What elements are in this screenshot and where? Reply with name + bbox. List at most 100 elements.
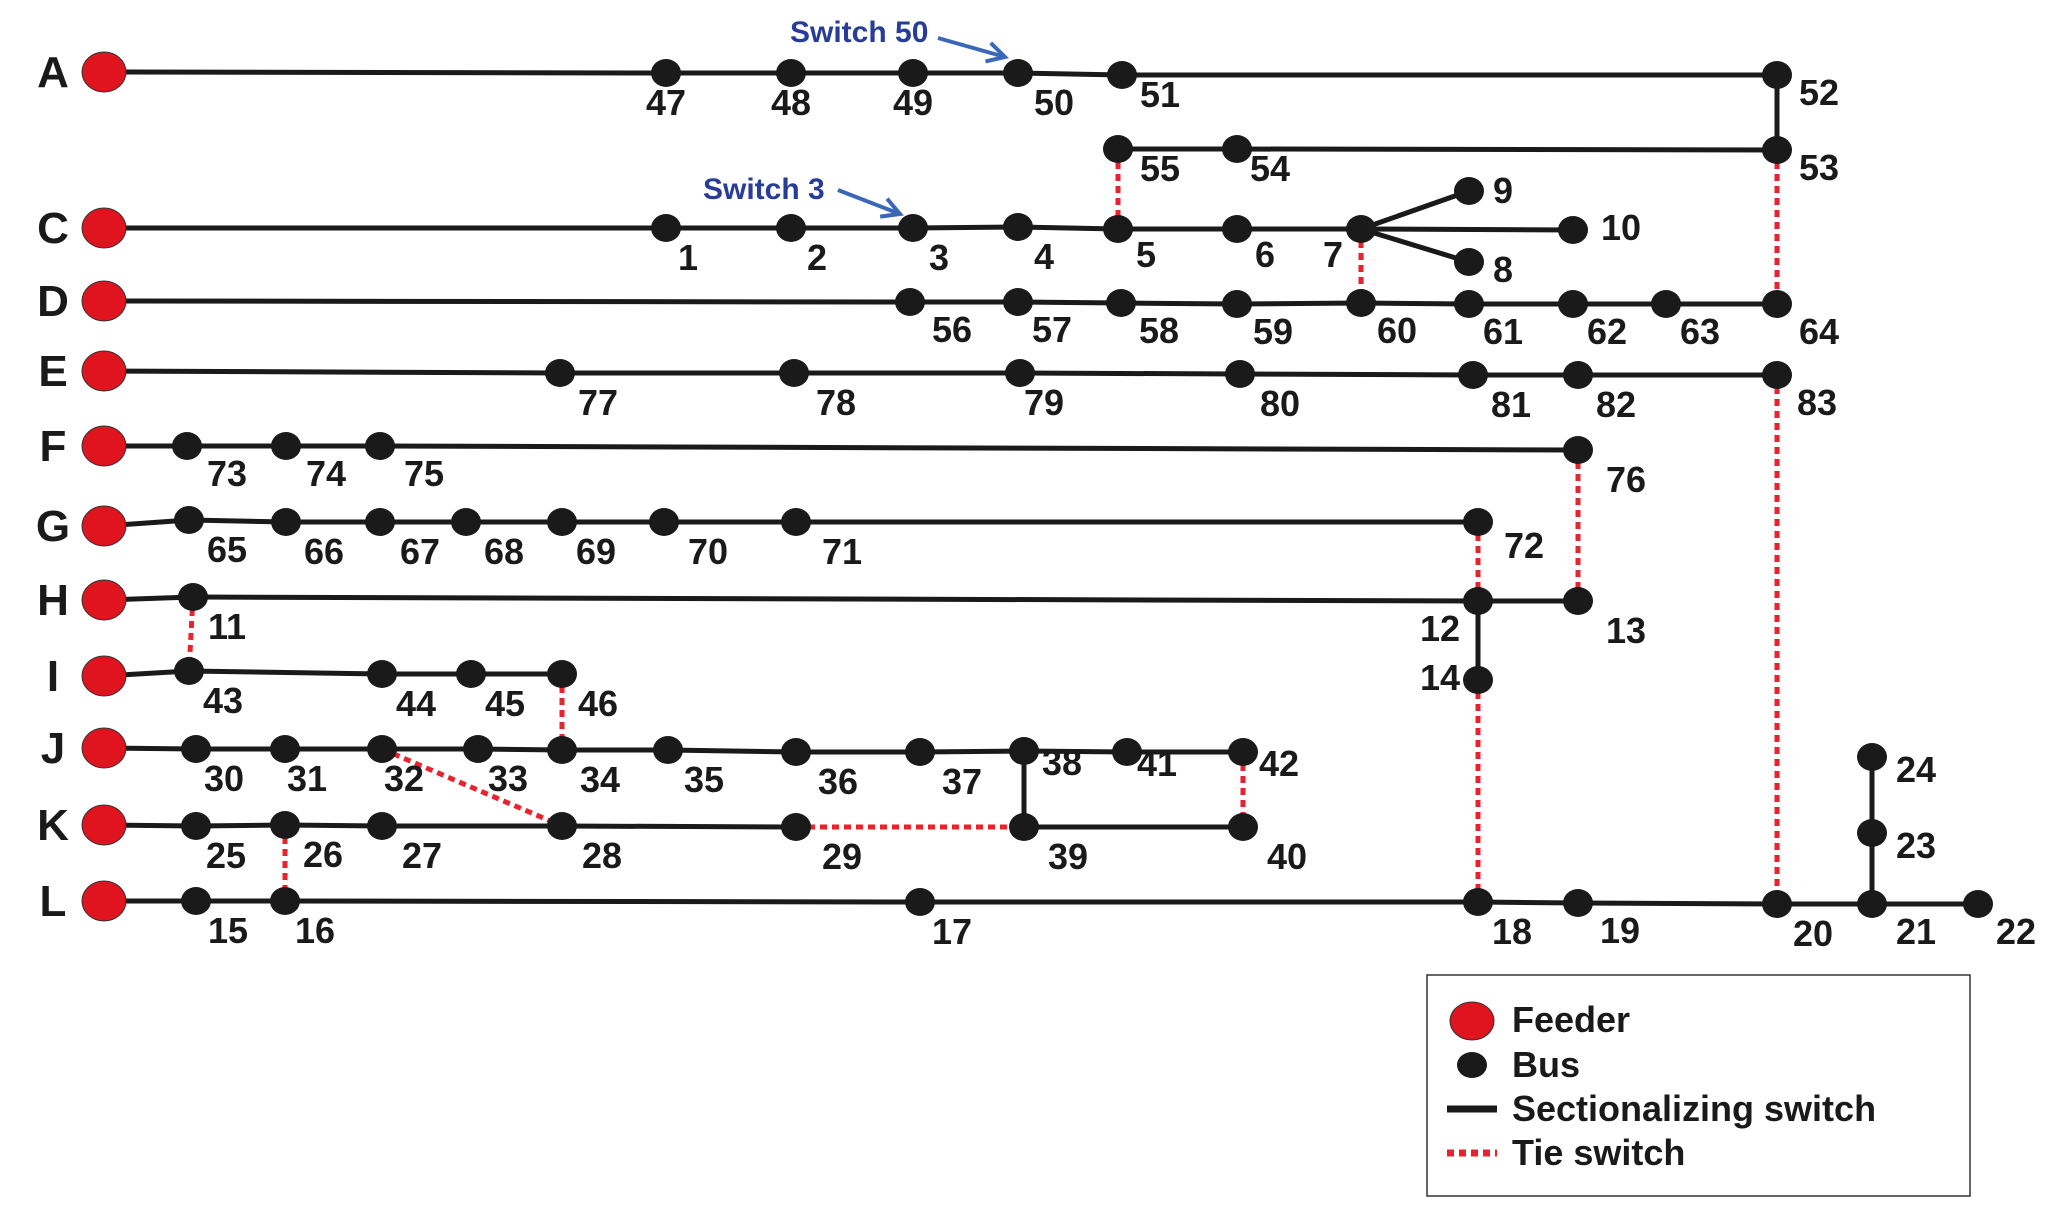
bus-label-28: 28 — [582, 835, 622, 876]
bus-65 — [174, 506, 204, 534]
bus-51 — [1107, 61, 1137, 89]
bus-58 — [1106, 289, 1136, 317]
bus-70 — [649, 508, 679, 536]
bus-80 — [1225, 360, 1255, 388]
bus-label-46: 46 — [578, 683, 618, 724]
bus-22 — [1963, 890, 1993, 918]
bus-27 — [367, 812, 397, 840]
bus-label-80: 80 — [1260, 383, 1300, 424]
bus-33 — [463, 735, 493, 763]
bus-label-62: 62 — [1587, 311, 1627, 352]
bus-75 — [365, 432, 395, 460]
bus-28 — [547, 812, 577, 840]
bus-13 — [1563, 587, 1593, 615]
bus-12 — [1463, 587, 1493, 615]
bus-9 — [1454, 177, 1484, 205]
sectionalizing-switch-35-36 — [665, 747, 799, 755]
bus-44 — [367, 660, 397, 688]
bus-label-55: 55 — [1140, 148, 1180, 189]
sectionalizing-switch-79-80 — [1017, 370, 1243, 377]
bus-label-7: 7 — [1323, 234, 1343, 275]
legend-tie-label: Tie switch — [1512, 1132, 1685, 1173]
feeder-d-icon — [81, 280, 127, 322]
sectionalizing-switch-19-20 — [1575, 900, 1780, 907]
bus-47 — [651, 59, 681, 87]
feeder-l-label: L — [40, 877, 67, 926]
feeder-i-icon — [81, 655, 127, 697]
bus-label-73: 73 — [207, 453, 247, 494]
bus-14 — [1463, 666, 1493, 694]
bus-21 — [1857, 890, 1887, 918]
bus-label-9: 9 — [1493, 170, 1513, 211]
bus-77 — [545, 359, 575, 387]
bus-label-20: 20 — [1793, 913, 1833, 954]
bus-label-51: 51 — [1140, 74, 1180, 115]
bus-73 — [172, 432, 202, 460]
sectionalizing-switch-A-47 — [101, 69, 669, 76]
sectionalizing-switch-65-66 — [186, 517, 289, 525]
bus-label-78: 78 — [816, 382, 856, 423]
sectionalizing-switch-57-58 — [1015, 299, 1124, 306]
sectionalizing-switch-80-81 — [1237, 371, 1476, 378]
bus-label-63: 63 — [1680, 311, 1720, 352]
bus-label-5: 5 — [1136, 234, 1156, 275]
feeder-k-icon — [81, 804, 127, 846]
bus-label-15: 15 — [208, 910, 248, 951]
bus-label-39: 39 — [1048, 836, 1088, 877]
bus-57 — [1003, 288, 1033, 316]
bus-10 — [1558, 216, 1588, 244]
sectionalizing-switch-28-29 — [559, 823, 799, 830]
bus-label-36: 36 — [818, 761, 858, 802]
bus-label-2: 2 — [807, 237, 827, 278]
bus-17 — [905, 888, 935, 916]
bus-61 — [1454, 290, 1484, 318]
bus-label-54: 54 — [1250, 148, 1290, 189]
bus-1 — [651, 214, 681, 242]
bus-5 — [1103, 215, 1133, 243]
legend-box — [1426, 974, 1971, 1197]
feeder-h-label: H — [37, 576, 69, 625]
feeder-j-label: J — [41, 724, 65, 773]
sectionalizing-switch-D-56 — [101, 298, 913, 305]
bus-24 — [1857, 743, 1887, 771]
sectionalizing-switch-60-61 — [1358, 300, 1472, 307]
bus-81 — [1458, 361, 1488, 389]
bus-label-1: 1 — [678, 237, 698, 278]
bus-38 — [1009, 737, 1039, 765]
sectionalizing-switch-75-76 — [377, 443, 1581, 453]
bus-label-14: 14 — [1420, 657, 1460, 698]
annotation-switch-3: Switch 3 — [703, 173, 825, 206]
bus-label-58: 58 — [1139, 310, 1179, 351]
sectionalizing-switch-E-77 — [101, 368, 563, 376]
bus-label-25: 25 — [206, 835, 246, 876]
bus-68 — [451, 508, 481, 536]
feeder-f-icon — [81, 425, 127, 467]
sectionalizing-switch-4-5 — [1015, 224, 1121, 232]
legend: Feeder Bus Sectionalizing switch Tie swi… — [1426, 974, 1971, 1197]
feeder-g-icon — [81, 505, 127, 547]
bus-53 — [1762, 136, 1792, 164]
legend-feeder-label: Feeder — [1512, 999, 1630, 1040]
bus-50 — [1003, 59, 1033, 87]
feeder-a-icon — [81, 51, 127, 93]
bus-63 — [1651, 290, 1681, 318]
bus-label-42: 42 — [1259, 743, 1299, 784]
sectionalizing-switch-58-59 — [1118, 300, 1240, 307]
bus-29 — [781, 813, 811, 841]
feeder-f-label: F — [40, 422, 67, 471]
feeder-d-label: D — [37, 277, 69, 326]
bus-label-64: 64 — [1799, 311, 1839, 352]
feeder-h-icon — [81, 579, 127, 621]
bus-18 — [1463, 888, 1493, 916]
bus-label-71: 71 — [822, 531, 862, 572]
bus-label-45: 45 — [485, 683, 525, 724]
bus-label-74: 74 — [306, 453, 346, 494]
bus-20 — [1762, 890, 1792, 918]
bus-label-40: 40 — [1267, 836, 1307, 877]
bus-52 — [1762, 61, 1792, 89]
annotation-arrowhead-50 — [985, 41, 1010, 64]
bus-label-79: 79 — [1024, 382, 1064, 423]
bus-label-27: 27 — [402, 835, 442, 876]
bus-6 — [1222, 215, 1252, 243]
